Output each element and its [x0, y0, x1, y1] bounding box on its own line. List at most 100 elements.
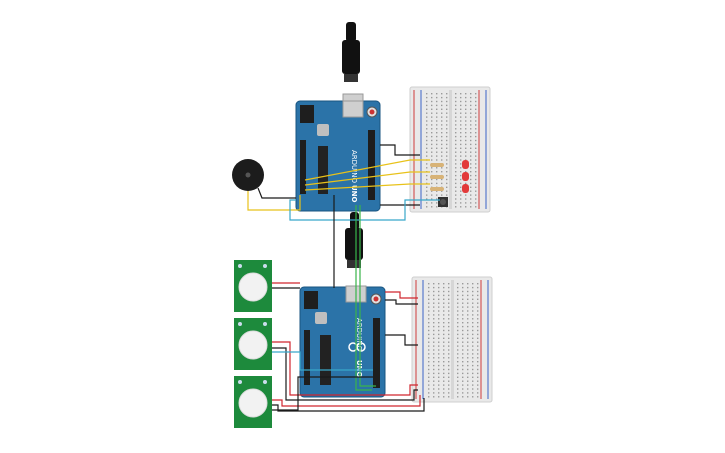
- breadboard-hole: [446, 100, 448, 103]
- breadboard-hole: [477, 388, 479, 390]
- breadboard-hole: [426, 186, 428, 188]
- breadboard-hole: [436, 100, 438, 103]
- breadboard-hole: [438, 353, 440, 355]
- wire-yellow[interactable]: [304, 171, 430, 186]
- wire-green[interactable]: [355, 205, 372, 391]
- breadboard-hole: [470, 163, 472, 165]
- breadboard-hole: [443, 322, 445, 324]
- breadboard-hole: [467, 306, 469, 308]
- wire-red[interactable]: [272, 341, 418, 396]
- wire-yellow[interactable]: [304, 159, 430, 181]
- breadboard-hole: [465, 104, 467, 107]
- breadboard-hole: [431, 96, 433, 99]
- wire-black[interactable]: [272, 347, 418, 401]
- breadboard-hole: [426, 128, 428, 130]
- breadboard-hole: [433, 325, 435, 328]
- breadboard-hole: [455, 135, 457, 138]
- led-red-1[interactable]: [462, 160, 469, 169]
- breadboard-hole: [455, 198, 457, 200]
- led-red-2[interactable]: [462, 172, 469, 181]
- resistor-3[interactable]: [430, 187, 444, 191]
- wire-cyan[interactable]: [289, 199, 440, 221]
- breadboard-hole: [465, 135, 467, 138]
- breadboard-hole: [428, 322, 430, 324]
- wire-cyan[interactable]: [272, 351, 373, 371]
- breadboard-hole: [467, 361, 469, 363]
- resistor-1[interactable]: [430, 163, 444, 167]
- breadboard-hole: [472, 368, 474, 371]
- usb-cable-lower[interactable]: [345, 212, 363, 268]
- breadboard-hole: [472, 392, 474, 394]
- led-red-3[interactable]: [462, 184, 469, 193]
- push-button[interactable]: [438, 197, 448, 207]
- breadboard-hole: [431, 182, 433, 185]
- breadboard-hole: [448, 286, 450, 289]
- breadboard-hole: [448, 396, 450, 398]
- wire-green[interactable]: [359, 205, 376, 387]
- breadboard-hole: [443, 333, 445, 336]
- breadboard-hole: [428, 333, 430, 336]
- breadboard-hole: [448, 325, 450, 328]
- breadboard-hole: [441, 143, 443, 146]
- breadboard-hole: [472, 318, 474, 320]
- breadboard-hole: [426, 190, 428, 192]
- breadboard-hole: [446, 108, 448, 110]
- pir-sensor-2[interactable]: [234, 318, 272, 370]
- breadboard-hole: [443, 286, 445, 289]
- resistor-2[interactable]: [430, 175, 444, 179]
- wire-red[interactable]: [272, 395, 421, 407]
- breadboard-hole: [436, 135, 438, 138]
- breadboard-hole: [455, 108, 457, 110]
- pir-sensor-1[interactable]: [234, 260, 272, 312]
- breadboard-hole: [426, 174, 428, 177]
- breadboard-hole: [433, 306, 435, 308]
- wire-black[interactable]: [272, 398, 425, 412]
- usb-port: [342, 100, 364, 118]
- wire-yellow[interactable]: [247, 191, 301, 211]
- usb-cable-upper[interactable]: [342, 22, 364, 115]
- breadboard-hole: [472, 361, 474, 363]
- breadboard-hole: [426, 104, 428, 107]
- breadboard-hole: [467, 314, 469, 316]
- wire-black[interactable]: [385, 334, 418, 346]
- arduino-model-text: UNO: [355, 360, 363, 378]
- breadboard-hole: [472, 325, 474, 328]
- breadboard-hole: [467, 341, 469, 343]
- breadboard-hole: [462, 361, 464, 363]
- wire-black[interactable]: [272, 376, 373, 411]
- breadboard-hole: [457, 290, 459, 293]
- breadboard-hole: [460, 132, 462, 134]
- arduino-board-lower[interactable]: ARDUINO UNO: [299, 285, 386, 398]
- wire-black[interactable]: [380, 144, 420, 156]
- wire-red[interactable]: [385, 291, 418, 299]
- breadboard-hole: [470, 124, 472, 126]
- wire-black[interactable]: [257, 187, 296, 199]
- breadboard-hole: [446, 151, 448, 153]
- wire-yellow[interactable]: [304, 183, 430, 191]
- breadboard-hole: [470, 155, 472, 157]
- usb-plug-icon: [342, 40, 360, 74]
- breadboard-hole: [467, 388, 469, 390]
- breadboard-lower[interactable]: [411, 276, 493, 403]
- breadboard-hole: [470, 174, 472, 177]
- arduino-logo-text: ARDUINO: [350, 150, 358, 183]
- breadboard-hole: [462, 283, 464, 285]
- breadboard-hole: [446, 147, 448, 149]
- pir-sensor-3[interactable]: [234, 376, 272, 428]
- breadboard-hole: [477, 384, 479, 386]
- breadboard-hole: [431, 147, 433, 149]
- breadboard-hole: [470, 100, 472, 103]
- arduino-board-upper[interactable]: ARDUINO UNO: [295, 100, 381, 212]
- breadboard-hole: [455, 104, 457, 107]
- breadboard-hole: [446, 186, 448, 188]
- breadboard-hole: [472, 380, 474, 382]
- wire-black[interactable]: [385, 299, 418, 305]
- breadboard-hole: [472, 337, 474, 339]
- breadboard-hole: [436, 147, 438, 149]
- breadboard-upper[interactable]: [409, 86, 491, 213]
- breadboard-hole: [467, 357, 469, 359]
- breadboard-hole: [475, 139, 477, 142]
- breadboard-hole: [433, 353, 435, 355]
- breadboard-hole: [475, 104, 477, 107]
- piezo-buzzer[interactable]: [232, 159, 264, 191]
